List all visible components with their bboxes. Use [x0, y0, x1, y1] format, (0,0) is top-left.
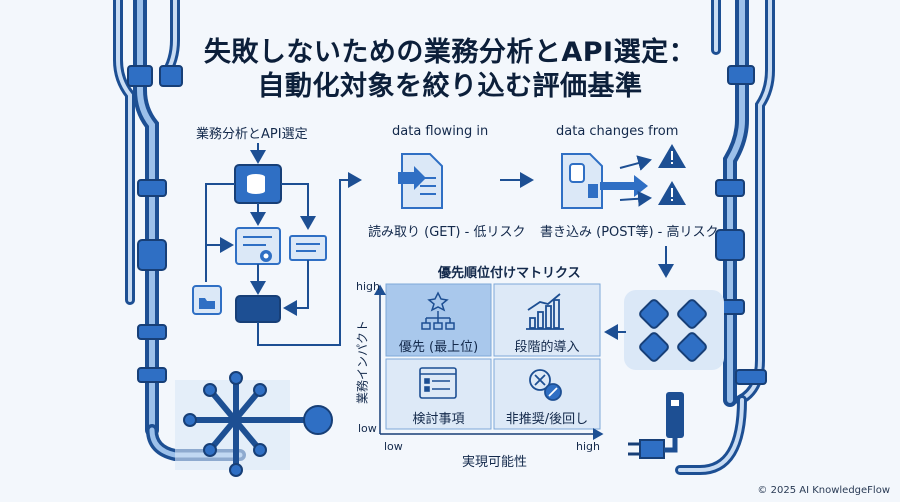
folder-icon [192, 285, 222, 315]
cancel-icon [529, 369, 562, 401]
read-caption: data flowing in [392, 124, 489, 139]
x-axis-low: low [384, 440, 403, 453]
quadrant-top-left-label: 優先 (最上位) [398, 340, 479, 355]
y-axis-low: low [358, 422, 377, 435]
plug-icon [628, 392, 684, 459]
write-label: 書き込み (POST等) - 高リスク [540, 225, 719, 240]
plug-cluster [604, 290, 724, 370]
title-line-2: 自動化対象を絞り込む評価基準 [257, 71, 643, 102]
title-line-1: 失敗しないための業務分析とAPI選定： [203, 37, 697, 68]
x-axis-label: 実現可能性 [462, 455, 528, 470]
write-step [561, 144, 686, 278]
workflow-label: 業務分析とAPI選定 [196, 127, 308, 142]
quadrant-phased [493, 283, 601, 357]
read-step [398, 153, 534, 209]
priority-matrix [374, 283, 604, 440]
network-illustration [175, 371, 333, 477]
left-pipe-connectors [127, 65, 183, 383]
read-label: 読み取り (GET) - 低リスク [368, 225, 526, 240]
matrix-title: 優先順位付けマトリクス [438, 266, 581, 281]
left-pipes [113, 0, 246, 461]
right-pipes [675, 0, 775, 475]
star-hierarchy-icon [421, 291, 455, 330]
quadrant-top-right-label: 段階的導入 [514, 340, 580, 355]
quadrant-deprecated [493, 358, 601, 430]
copyright: © 2025 AI KnowledgeFlow [757, 485, 890, 496]
write-caption: data changes from [556, 124, 679, 139]
y-axis-label: 業務インパクト [355, 319, 370, 405]
bar-chart-icon [526, 293, 564, 330]
quadrant-bottom-right-label: 非推奨/後回し [505, 412, 589, 427]
workflow-flowchart [192, 143, 362, 346]
quadrant-consider [385, 358, 492, 430]
quadrant-bottom-left-label: 検討事項 [412, 412, 465, 427]
list-window-icon [419, 367, 457, 399]
x-axis-high: high [576, 440, 600, 453]
y-axis-high: high [356, 280, 380, 293]
